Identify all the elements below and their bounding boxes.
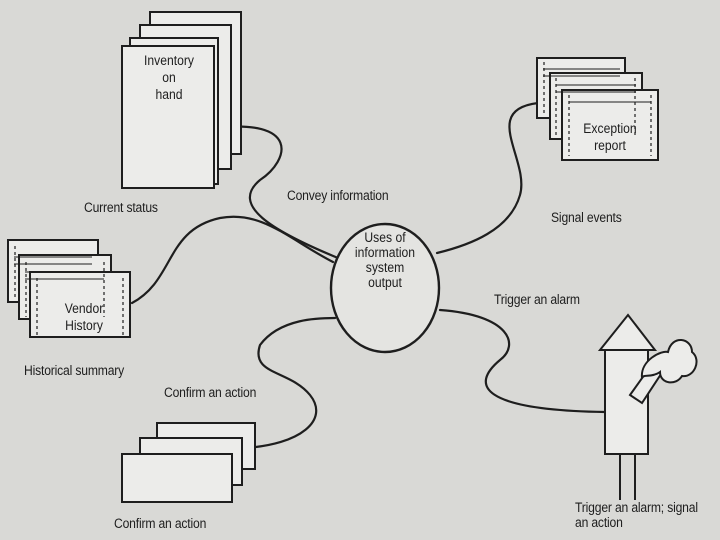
vendor-doc-text: Vendor History [48, 300, 120, 334]
vendor-line-1: Vendor [64, 301, 104, 316]
connector-rocket [438, 308, 607, 414]
inventory-line-3: hand [155, 87, 183, 102]
connector-exception-report [435, 101, 540, 255]
vendor-perforations [14, 246, 124, 335]
exception-form-lines [543, 68, 651, 103]
center-text: Uses of information system output [336, 230, 435, 290]
connector-historical-summary [130, 215, 335, 305]
inventory-line-2: on [162, 70, 176, 85]
label-trigger-alarm: Trigger an alarm [494, 292, 580, 307]
center-line-3: system [365, 260, 405, 275]
center-line-4: output [368, 275, 402, 290]
exception-doc-text: Exception report [574, 120, 646, 154]
exception-perforations [543, 62, 652, 156]
inventory-doc-stack [121, 11, 242, 189]
connector-confirm-action [242, 316, 337, 450]
vendor-line-2: History [65, 318, 103, 333]
label-historical-summary: Historical summary [24, 363, 125, 378]
exception-line-2: report [594, 138, 626, 153]
inventory-doc-text: Inventory on hand [132, 52, 206, 103]
label-current-status: Current status [84, 200, 158, 215]
label-signal-events: Signal events [551, 210, 622, 225]
vendor-form-lines [14, 256, 104, 280]
rocket-icon [597, 313, 698, 500]
confirm-slip-stack [121, 422, 256, 503]
center-line-2: information [354, 245, 416, 260]
label-trigger-alarm-signal: Trigger an alarm; signal an action [575, 500, 698, 530]
center-line-1: Uses of [364, 230, 406, 245]
inventory-line-1: Inventory [144, 53, 194, 68]
label-convey-information: Convey information [287, 188, 389, 203]
exception-line-1: Exception [583, 121, 637, 136]
label-confirm-action-lower: Confirm an action [114, 516, 207, 531]
label-confirm-action-upper: Confirm an action [164, 385, 257, 400]
center-circle [329, 222, 441, 354]
